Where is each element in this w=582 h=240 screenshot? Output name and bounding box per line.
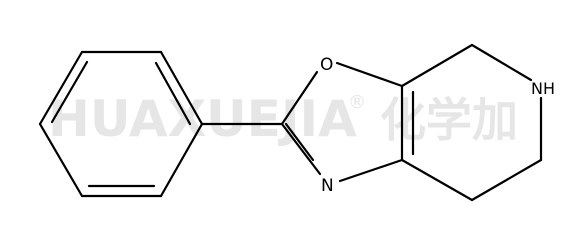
atom-oxygen-label: O [320, 55, 333, 75]
atom-labels: O N NH [320, 55, 555, 196]
bond-o1-c7a [335, 61, 404, 88]
bond-phenyl-lower-right [159, 122, 204, 198]
atom-nitrogen-ring-label: N [321, 176, 334, 196]
bond-c7a-c7 [400, 43, 474, 88]
watermark-registered-mark: ® [348, 92, 366, 113]
bond-c5-c4 [470, 158, 543, 202]
bond-phenyl-double-left [50, 60, 89, 124]
bond-c4-c3a [400, 158, 474, 202]
bond-phenyl-double-right [154, 61, 192, 126]
watermark-latin: HUAXUEJIA [48, 90, 357, 148]
bond-n3-c2 [280, 122, 322, 176]
bond-phenyl-lower-left [38, 122, 84, 198]
bond-c2-o1 [280, 70, 319, 126]
phenyl-ring [38, 50, 204, 198]
watermark-chinese: 化学加 [380, 93, 518, 147]
oxazole-ring [280, 61, 415, 183]
bond-phenyl-upper-right [159, 50, 204, 126]
bond-n3-c2-double [284, 122, 315, 162]
watermark: HUAXUEJIA ® 化学加 [48, 90, 518, 148]
atom-nitrogen-amine-label: NH [531, 79, 555, 98]
bond-phenyl-upper-left [38, 50, 84, 126]
piperidine-ring [400, 43, 543, 202]
bond-c7-n6 [470, 43, 533, 82]
bond-c3a-n3 [338, 158, 404, 183]
